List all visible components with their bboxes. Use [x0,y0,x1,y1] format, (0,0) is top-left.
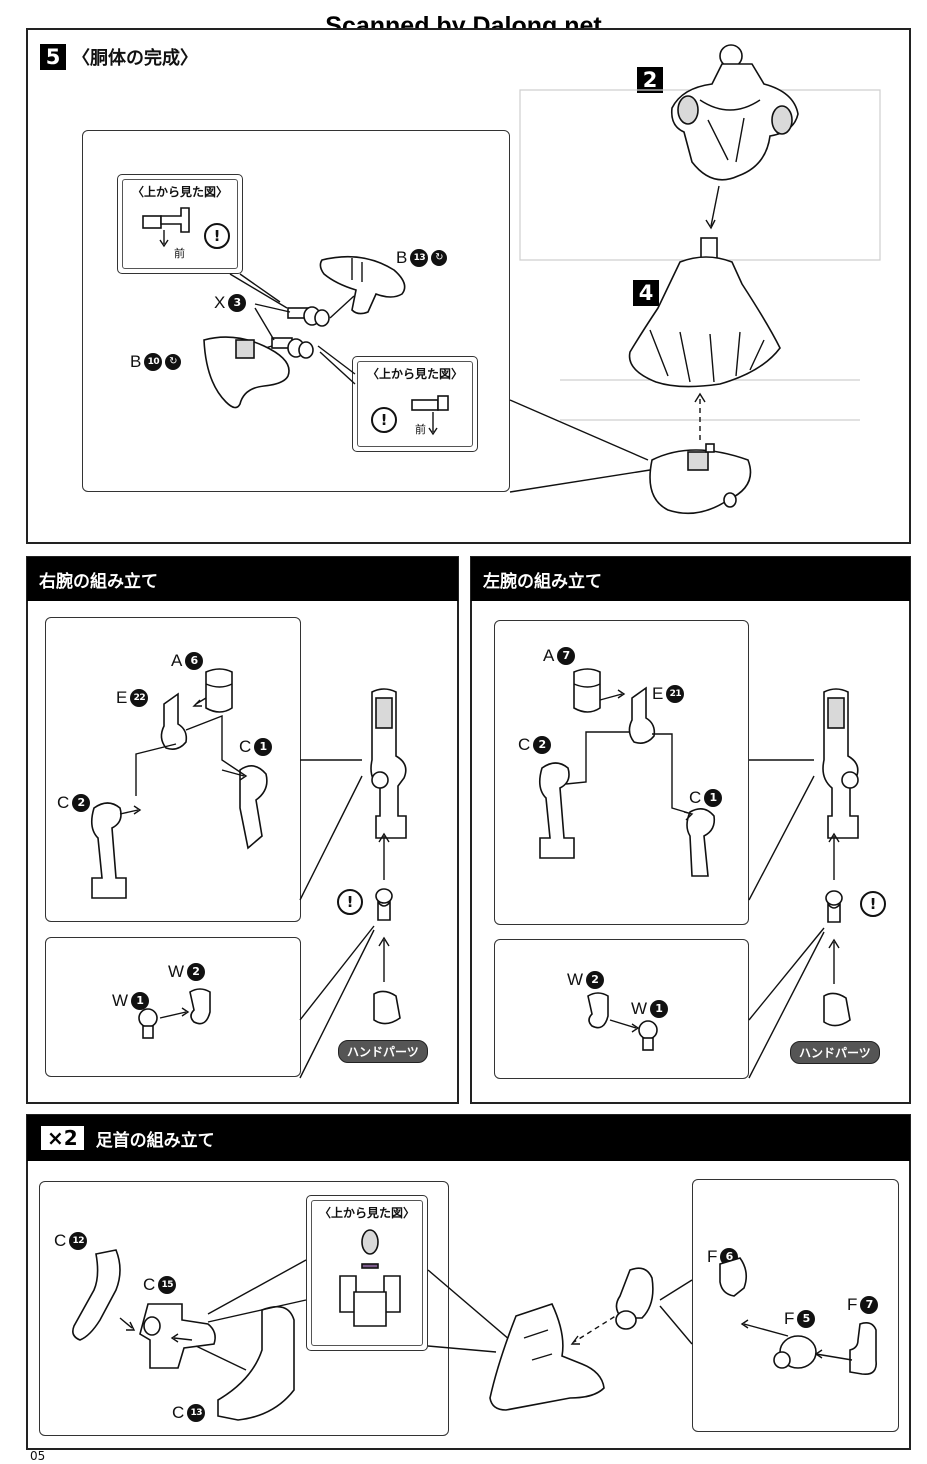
front-label: 前 [174,247,185,260]
cut-icon: ↻ [431,250,448,266]
warning-icon: ! [337,889,363,915]
front-label: 前 [415,423,426,436]
step-number: 5 [40,44,66,70]
upper-torso [670,44,799,181]
top-view-label: 〈上から見た図〉 [366,367,463,381]
hand-parts-label: ハンドパーツ [338,1040,428,1063]
ankle-title: 足首の組み立て [95,1130,215,1151]
page-number: 05 [30,1449,46,1463]
warning-icon: ! [204,223,230,249]
b10-part [203,336,290,409]
x3-peg-upper [287,306,330,327]
multiplier-badge: ×2 [39,1124,86,1152]
cut-icon: ↻ [165,354,182,370]
left-arm-illustration [538,668,859,1079]
top-view-callout-2: 〈上から見た図〉 ! 前 [352,356,478,452]
subassembly-step-2: 2 [637,67,663,93]
torso-illustration [142,44,881,515]
right-arm-header: 右腕の組み立て [27,557,458,601]
right-arm-illustration [90,668,407,1079]
right-arm-wrist-panel [45,937,301,1077]
warning-icon: ! [860,891,886,917]
hand-parts-label: ハンドパーツ [790,1041,880,1064]
hip-base [649,443,752,515]
top-view-label: 〈上から見た図〉 [131,185,228,199]
b13-part [319,255,406,315]
step-header: 5 〈胴体の完成〉 [40,44,198,70]
warning-icon: ! [371,407,397,433]
left-arm-header: 左腕の組み立て [471,557,910,601]
ankle-header: ×2 足首の組み立て [27,1115,910,1161]
left-arm-wrist-panel [494,939,749,1079]
ankle-illustration [72,1229,878,1421]
skirt-assembly [628,237,781,388]
peg-diagram-1 [142,207,190,248]
step-title: 〈胴体の完成〉 [72,48,198,69]
peg-diagram-2 [411,395,449,436]
x3-peg-lower [271,337,314,359]
top-view-label: 〈上から見た図〉 [318,1206,415,1220]
subassembly-step-4: 4 [633,280,659,306]
